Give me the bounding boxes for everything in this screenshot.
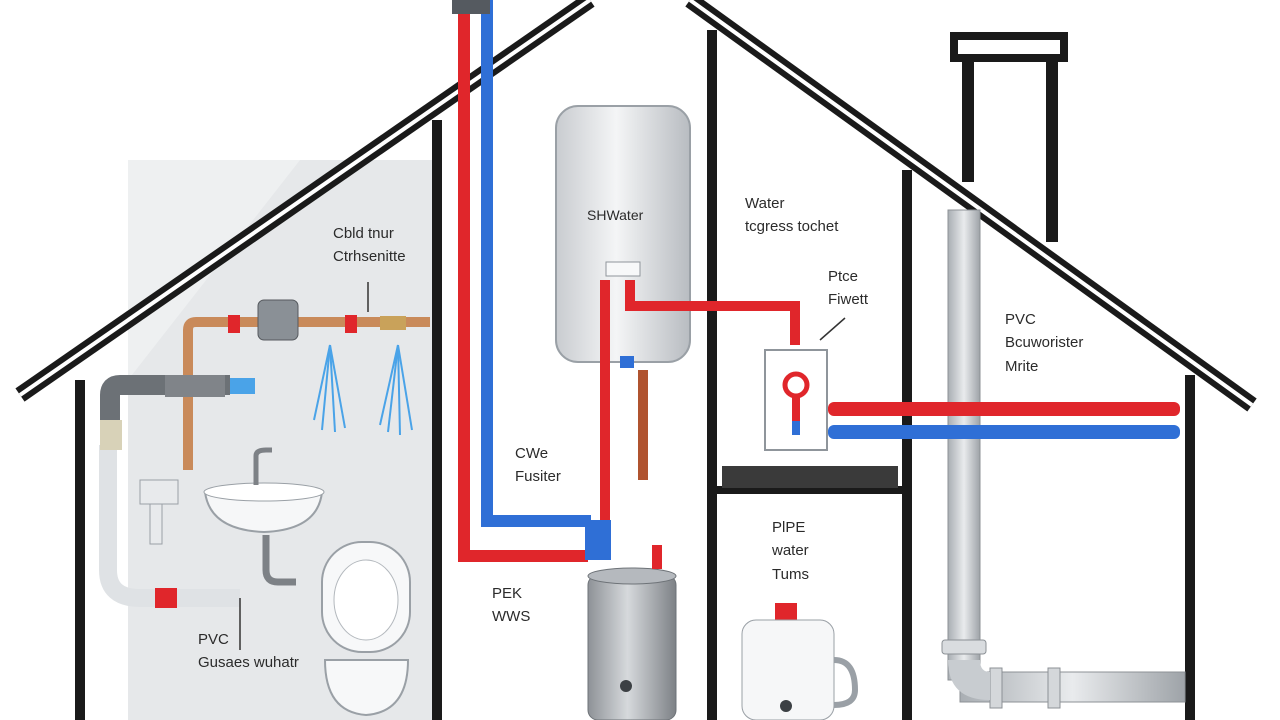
label-pvc-bottom: PVC Gusaes wuhatr [198, 628, 299, 675]
label-cold-water-line2: Ctrhsenitte [333, 248, 406, 266]
wall-water-heater [555, 105, 691, 368]
label-pex-line2: WWS [492, 608, 531, 626]
pvc-drain-stack [941, 209, 1186, 709]
shelf [722, 466, 898, 488]
label-pvc-bottom-line2: Gusaes wuhatr [198, 654, 299, 672]
water-spray [313, 344, 413, 436]
label-pvc-top-line3: Mrite [1005, 357, 1039, 375]
label-cold-water-line1: Cbld tnur [333, 225, 394, 242]
drain-and-vent-pipes [99, 375, 255, 650]
label-cold-water: Cbld tnur Ctrhsenitte [333, 222, 406, 269]
branch-supply-lines [828, 402, 1180, 439]
label-pipe-water-line1: PlPE [772, 519, 806, 536]
water-meter-assembly [183, 282, 430, 470]
label-pvc-top-line1: PVC [1005, 311, 1036, 328]
label-pvc-top-line2: Bcuworister [1005, 334, 1084, 352]
label-pvc-top: PVC Bcuworister Mrite [1005, 308, 1083, 378]
label-pex: PEK WWS [492, 582, 530, 629]
label-pipe-water: PlPE water Tums [772, 516, 809, 586]
label-water-tee: Water tcgress tochet [745, 192, 838, 239]
fitting-leader [819, 317, 846, 341]
label-shwater: SHWater [587, 205, 643, 227]
label-shwater-line1: SHWater [587, 207, 644, 223]
chimney [950, 32, 1068, 242]
label-pipe-fitting-line2: Fiwett [828, 291, 869, 309]
label-pvc-bottom-line1: PVC [198, 631, 229, 648]
label-water-tee-line2: tcgress tochet [745, 218, 839, 236]
label-pipe-fitting-line1: Ptce [828, 268, 859, 285]
water-pitcher [741, 603, 859, 720]
label-cwe-hater-line2: Fusiter [515, 468, 561, 486]
label-cwe-hater: CWe Fusiter [515, 442, 561, 489]
boiler-tank [585, 520, 677, 720]
label-pex-line1: PEK [492, 585, 523, 602]
label-pipe-water-line3: Tums [772, 565, 809, 583]
toilet [321, 541, 411, 717]
label-cwe-hater-line1: CWe [515, 445, 549, 462]
sink [203, 447, 325, 586]
label-pipe-fitting: Ptce Fiwett [828, 265, 868, 312]
main-supply-risers [452, 0, 591, 562]
mixing-valve-box [764, 349, 828, 451]
label-pipe-water-line2: water [772, 542, 809, 560]
heater-hot-outlet [600, 280, 800, 540]
house-outline [15, 0, 1257, 720]
label-water-tee-line1: Water [745, 195, 785, 212]
